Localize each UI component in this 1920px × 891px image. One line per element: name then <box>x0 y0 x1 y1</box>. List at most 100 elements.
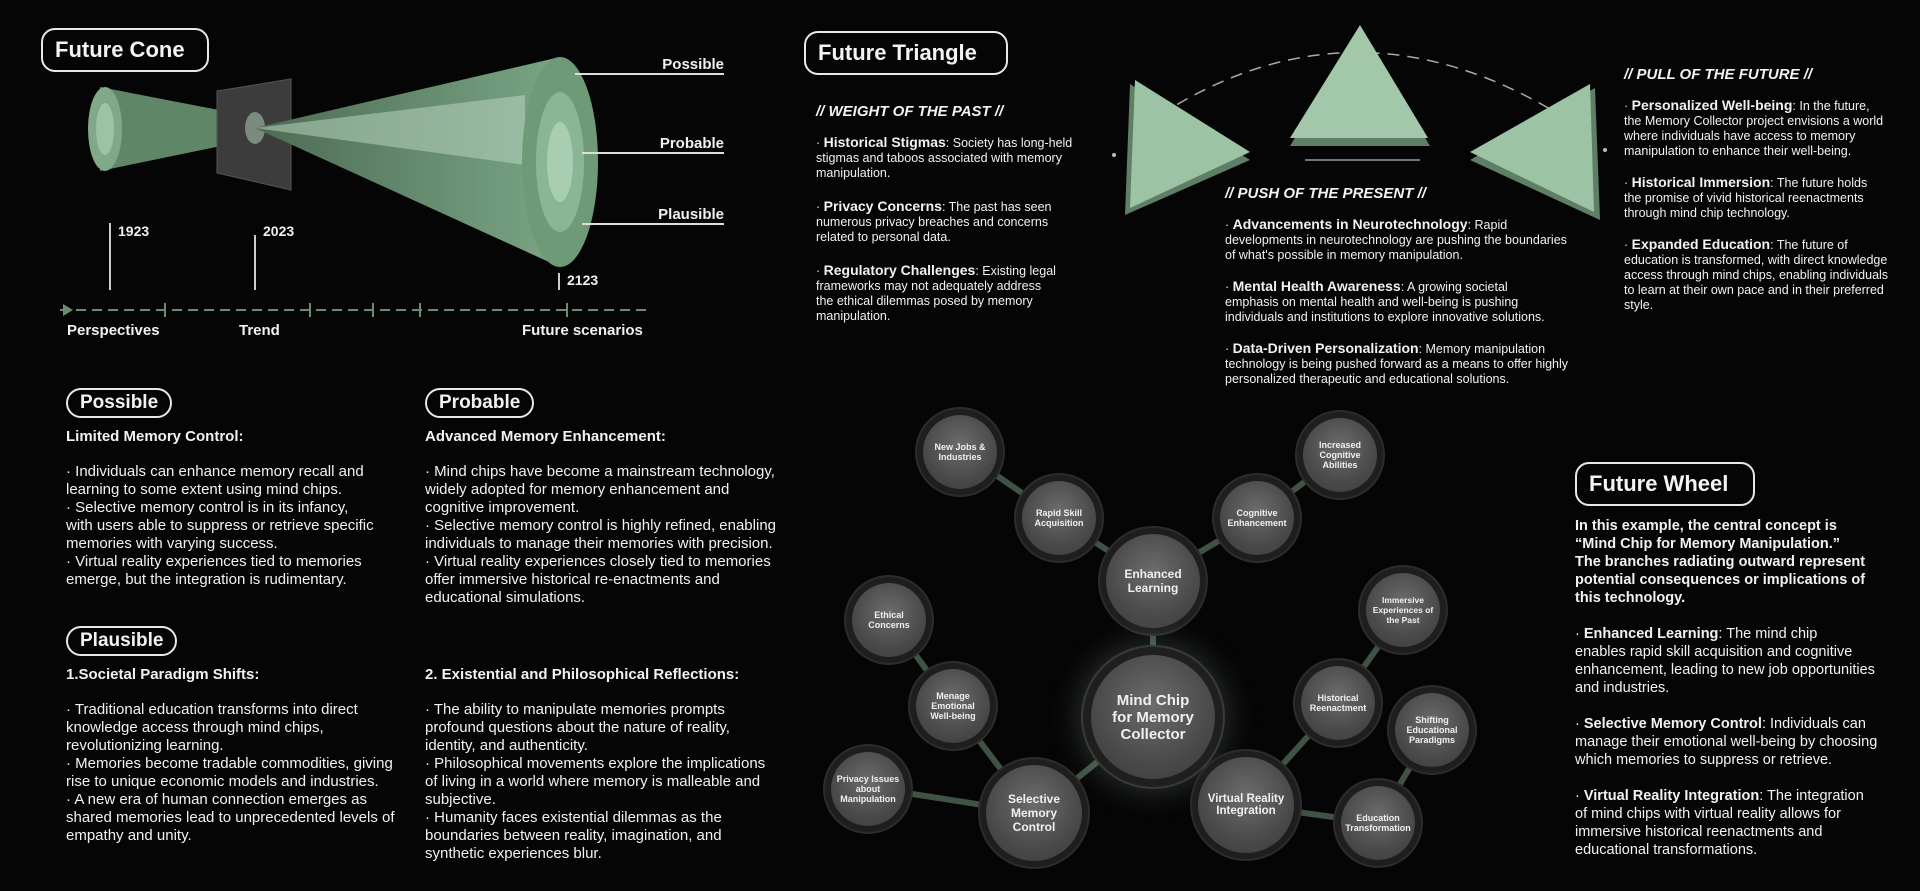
wheel-item-title: Selective Memory Control <box>1583 716 1762 732</box>
probable-label: Probable <box>660 135 724 152</box>
plausible-block: 1.Societal Paradigm Shifts: · Traditiona… <box>66 666 406 845</box>
plausible-line: empathy and unity. <box>66 827 192 844</box>
future-triangle-title-text: Future Triangle <box>818 40 977 65</box>
existential-line: synthetic experiences blur. <box>425 845 602 862</box>
plausible-line: · Traditional education transforms into … <box>66 701 358 718</box>
plausible-line: shared memories lead to unprecedented le… <box>66 809 395 826</box>
future-triangle-title: Future Triangle <box>804 31 1008 75</box>
axis-label-trend: Trend <box>239 322 280 339</box>
future-triangle <box>1470 84 1594 212</box>
pull-of-future-label: // PULL OF THE FUTURE // <box>1624 66 1813 83</box>
present-triangle <box>1290 25 1428 138</box>
node-new-jobs: New Jobs &Industries <box>923 415 997 489</box>
push-item-title: Mental Health Awareness <box>1232 278 1401 294</box>
axis-label-future-scenarios: Future scenarios <box>522 322 643 339</box>
past-triangle <box>1130 80 1250 208</box>
existential-line: identity, and authenticity. <box>425 737 588 754</box>
plausible-line: · Memories become tradable commodities, … <box>66 755 393 772</box>
existential-line: profound questions about the nature of r… <box>425 719 730 736</box>
pull-item: · Expanded Education: The future of educ… <box>1624 236 1889 313</box>
plausible-heading: 1.Societal Paradigm Shifts: <box>66 666 260 683</box>
future-cone-title: Future Cone <box>41 28 209 72</box>
wheel-item-title: Enhanced Learning <box>1583 626 1719 642</box>
possible-heading: Limited Memory Control: <box>66 428 244 445</box>
possible-line: with users able to suppress or retrieve … <box>66 517 374 534</box>
plausible-label: Plausible <box>658 206 724 223</box>
push-of-present-label: // PUSH OF THE PRESENT // <box>1225 185 1426 202</box>
push-of-present-block: // PUSH OF THE PRESENT // · Advancements… <box>1225 186 1595 387</box>
weight-of-past-label: // WEIGHT OF THE PAST // <box>816 103 1004 120</box>
plausible-line: rise to unique economic models and indus… <box>66 773 379 790</box>
weight-item-title: Historical Stigmas <box>823 134 946 150</box>
weight-item-title: Regulatory Challenges <box>823 262 976 278</box>
probable-line: · Selective memory control is highly ref… <box>425 517 776 534</box>
possible-line: emerge, but the integration is rudimenta… <box>66 571 347 588</box>
possible-pill: Possible <box>66 388 173 418</box>
pull-item: · Historical Immersion: The future holds… <box>1624 174 1868 221</box>
weight-of-past-block: // WEIGHT OF THE PAST // · Historical St… <box>816 104 1091 324</box>
existential-block: 2. Existential and Philosophical Reflect… <box>425 666 785 863</box>
future-wheel-text: In this example, the central concept is … <box>1575 517 1915 859</box>
future-cone-diagram: Possible Probable Plausible 1923 2023 21… <box>60 56 724 339</box>
probable-heading: Advanced Memory Enhancement: <box>425 428 666 445</box>
possible-block: Limited Memory Control: · Individuals ca… <box>66 428 396 589</box>
possible-label: Possible <box>662 56 724 73</box>
wheel-item-title: Virtual Reality Integration <box>1583 788 1760 804</box>
past-cone <box>100 87 255 171</box>
probable-line: educational simulations. <box>425 589 586 606</box>
existential-line: of living in a world where memory is mal… <box>425 773 761 790</box>
future-triangle-diagram <box>1112 25 1607 220</box>
plausible-line: knowledge access through mind chips, <box>66 719 324 736</box>
pull-item-title: Expanded Education <box>1631 236 1771 252</box>
probable-line: · Virtual reality experiences closely ti… <box>425 553 771 570</box>
probable-pill: Probable <box>425 388 535 418</box>
wheel-item: · Virtual Reality Integration: The integ… <box>1575 788 1864 858</box>
existential-heading: 2. Existential and Philosophical Reflect… <box>425 666 740 683</box>
existential-line: subjective. <box>425 791 496 808</box>
push-item-title: Advancements in Neurotechnology <box>1232 216 1468 232</box>
year-2123: 2123 <box>567 272 598 288</box>
push-item: · Data-Driven Personalization: Memory ma… <box>1225 340 1569 387</box>
weight-item: · Regulatory Challenges: Existing legal … <box>816 262 1056 324</box>
possible-line: · Selective memory control is in its inf… <box>66 499 349 516</box>
possible-line: · Individuals can enhance memory recall … <box>66 463 364 480</box>
possible-line: learning to some extent using mind chips… <box>66 481 342 498</box>
year-2023: 2023 <box>263 223 294 239</box>
pull-item: · Personalized Well-being: In the future… <box>1624 97 1884 159</box>
axis-label-perspectives: Perspectives <box>67 322 160 339</box>
wheel-item: · Selective Memory Control: Individuals … <box>1575 716 1878 768</box>
future-cone-title-text: Future Cone <box>55 37 185 62</box>
future-wheel-intro: In this example, the central concept is … <box>1575 518 1866 606</box>
existential-line: · The ability to manipulate memories pro… <box>425 701 725 718</box>
existential-line: · Philosophical movements explore the im… <box>425 755 766 772</box>
probable-line: widely adopted for memory enhancement an… <box>425 481 730 498</box>
push-item: · Advancements in Neurotechnology: Rapid… <box>1225 216 1567 263</box>
plausible-line: · A new era of human connection emerges … <box>66 791 368 808</box>
plausible-line: revolutionizing learning. <box>66 737 224 754</box>
push-item-title: Data-Driven Personalization <box>1232 340 1419 356</box>
plausible-pill: Plausible <box>66 626 178 656</box>
pull-item-title: Personalized Well-being <box>1631 97 1793 113</box>
year-1923: 1923 <box>118 223 149 239</box>
possible-line: memories with varying success. <box>66 535 278 552</box>
existential-line: boundaries between reality, imagination,… <box>425 827 722 844</box>
weight-item-title: Privacy Concerns <box>823 198 942 214</box>
wheel-item: · Enhanced Learning: The mind chip enabl… <box>1575 626 1875 696</box>
existential-line: · Humanity faces existential dilemmas as… <box>425 809 722 826</box>
probable-line: offer immersive historical re-enactments… <box>425 571 720 588</box>
pull-item-title: Historical Immersion <box>1631 174 1771 190</box>
possible-line: · Virtual reality experiences tied to me… <box>66 553 362 570</box>
probable-line: · Mind chips have become a mainstream te… <box>425 463 775 480</box>
probable-block: Advanced Memory Enhancement: · Mind chip… <box>425 428 785 607</box>
